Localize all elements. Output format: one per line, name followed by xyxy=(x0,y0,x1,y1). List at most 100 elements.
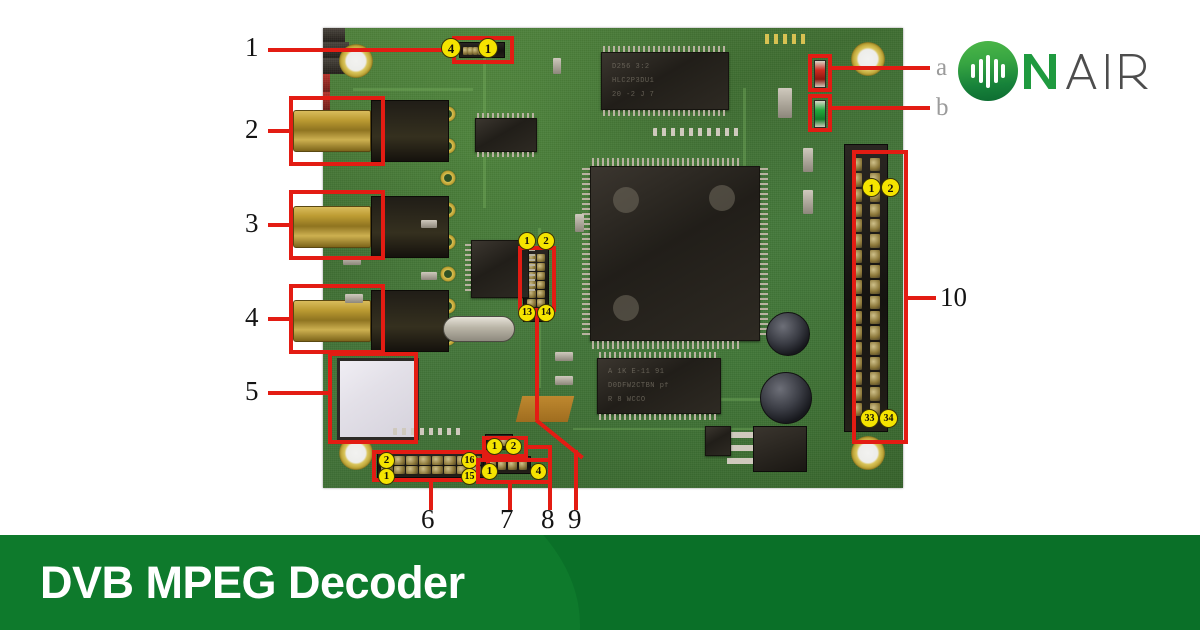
kapton-tape xyxy=(515,396,575,422)
leader-line-4 xyxy=(268,317,291,321)
electrolytic-capacitor xyxy=(766,312,810,356)
highlight-box-9 xyxy=(518,246,556,312)
main-processor-legs xyxy=(760,168,768,338)
pin-badge-1: 1 xyxy=(478,38,498,58)
pin-badge-34: 34 xyxy=(879,409,898,428)
smd-component xyxy=(803,148,813,172)
banner-sheen xyxy=(0,535,580,630)
leader-line-b xyxy=(832,106,930,110)
onair-wordmark xyxy=(1022,41,1162,101)
pcb-trace xyxy=(573,428,773,430)
leader-line-a xyxy=(832,66,930,70)
pin-badge-2: 2 xyxy=(505,438,522,455)
main-processor-legs xyxy=(592,158,758,166)
callout-number-3: 3 xyxy=(245,208,259,238)
leader-line-3 xyxy=(268,223,291,227)
highlight-box-3 xyxy=(289,190,385,260)
pin-badge-1: 1 xyxy=(518,232,536,250)
solder-pad xyxy=(440,266,456,282)
leader-line-7 xyxy=(508,484,512,510)
soic-legs xyxy=(477,113,535,118)
highlight-box-2 xyxy=(289,96,385,166)
pin-badge-2: 2 xyxy=(881,178,900,197)
sdram-legs xyxy=(599,414,719,420)
smd-component xyxy=(553,58,561,74)
qfp-legs xyxy=(529,244,535,294)
highlight-box-4 xyxy=(289,284,385,354)
voltage-regulator-legs xyxy=(727,432,753,468)
sdram-ic: A 1K E-11 91 D0DFW2CTBN pf R 8 WCCO xyxy=(597,358,721,414)
smd-component xyxy=(555,352,573,361)
leader-line-10 xyxy=(908,296,936,300)
pcb-trace xyxy=(353,88,473,91)
electrolytic-capacitor xyxy=(760,372,812,424)
leader-line-8-vert xyxy=(548,445,552,510)
callout-number-10: 10 xyxy=(940,282,967,312)
callout-number-9: 9 xyxy=(568,504,582,534)
qfp-legs xyxy=(465,244,471,294)
product-photo: D256 3:2 HLC2P3DU1 20 -2 J 7 A 1K E-11 9… xyxy=(245,28,1162,534)
smd-component xyxy=(393,428,463,435)
solder-pad xyxy=(440,170,456,186)
pin-badge-1: 1 xyxy=(862,178,881,197)
callout-number-7: 7 xyxy=(500,504,514,534)
smd-component xyxy=(323,74,330,92)
rca-connector-barrel xyxy=(293,110,371,152)
pin-badge-1: 1 xyxy=(481,463,498,480)
flash-memory-ic: D256 3:2 HLC2P3DU1 20 -2 J 7 xyxy=(601,52,729,110)
main-processor-ic xyxy=(590,166,760,341)
smd-component xyxy=(575,214,584,232)
smd-component xyxy=(421,220,437,228)
pin-badge-2: 2 xyxy=(537,232,555,250)
highlight-box-10 xyxy=(852,150,908,444)
pin-badge-4: 4 xyxy=(530,463,547,480)
rca-connector-barrel xyxy=(293,300,371,342)
pin-badge-14: 14 xyxy=(537,304,555,322)
leader-line-1 xyxy=(268,48,453,52)
shielded-module xyxy=(337,358,419,440)
pin-badge-13: 13 xyxy=(518,304,536,322)
title-banner: DVB MPEG Decoder xyxy=(0,535,1200,630)
edge-connector-fingers xyxy=(765,34,805,44)
smd-component xyxy=(323,92,330,110)
highlight-box-b xyxy=(808,94,832,132)
pin-badge-2: 2 xyxy=(378,452,395,469)
status-led-green xyxy=(814,100,826,128)
soic-ic-upper xyxy=(475,118,537,152)
callout-number-8: 8 xyxy=(541,504,555,534)
pin-badge-4: 4 xyxy=(441,38,461,58)
soic8-ic xyxy=(705,426,731,456)
leader-line-6 xyxy=(429,482,433,510)
highlight-box-a xyxy=(808,54,832,92)
smd-component xyxy=(653,128,743,136)
leader-line-9-vert xyxy=(535,310,539,420)
leader-line-2 xyxy=(268,129,291,133)
pin-badge-33: 33 xyxy=(860,409,879,428)
voltage-regulator xyxy=(753,426,807,472)
crystal-oscillator xyxy=(443,316,515,342)
leader-line-8 xyxy=(528,445,552,449)
pin-badge-1: 1 xyxy=(486,438,503,455)
status-led-red xyxy=(814,60,826,88)
highlight-box-5 xyxy=(328,352,418,444)
pcb-board: D256 3:2 HLC2P3DU1 20 -2 J 7 A 1K E-11 9… xyxy=(293,28,903,488)
sdram-legs xyxy=(599,352,719,358)
main-processor-legs xyxy=(582,168,590,338)
onair-waveform-mark-icon xyxy=(958,41,1018,101)
smd-component xyxy=(555,376,573,385)
callout-letter-a: a xyxy=(936,54,948,81)
smd-component xyxy=(345,294,363,303)
leader-line-5 xyxy=(268,391,329,395)
highlight-box-8 xyxy=(482,436,528,458)
smd-component xyxy=(778,88,792,118)
pcb-trace xyxy=(743,88,746,208)
smd-component xyxy=(803,190,813,214)
banner-title: DVB MPEG Decoder xyxy=(40,556,465,608)
mounting-hole xyxy=(851,42,885,76)
pin-badge-1: 1 xyxy=(378,468,395,485)
callout-number-4: 4 xyxy=(245,302,259,332)
flash-memory-legs xyxy=(603,110,727,116)
rca-connector-barrel xyxy=(293,206,371,248)
smd-component xyxy=(343,256,361,265)
